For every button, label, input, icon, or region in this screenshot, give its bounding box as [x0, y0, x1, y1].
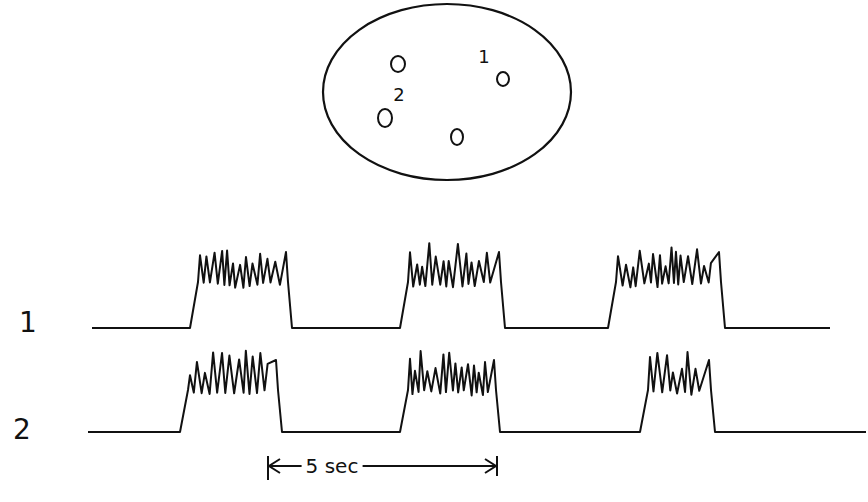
- cell-symbol: [378, 109, 392, 127]
- voltage-trace: [92, 243, 830, 328]
- cell-symbol: [451, 129, 463, 145]
- trace-number: 2: [13, 416, 31, 444]
- time-scale: 5 sec: [302, 455, 363, 477]
- cell-number: 2: [393, 86, 404, 104]
- tissue-outline: [323, 4, 571, 180]
- voltage-trace: [88, 351, 866, 432]
- trace-number: 1: [19, 309, 37, 337]
- scale-bar: [268, 456, 497, 480]
- cell-number: 1: [478, 48, 489, 66]
- cell-symbol: [391, 56, 405, 72]
- cell-symbol: [497, 72, 509, 86]
